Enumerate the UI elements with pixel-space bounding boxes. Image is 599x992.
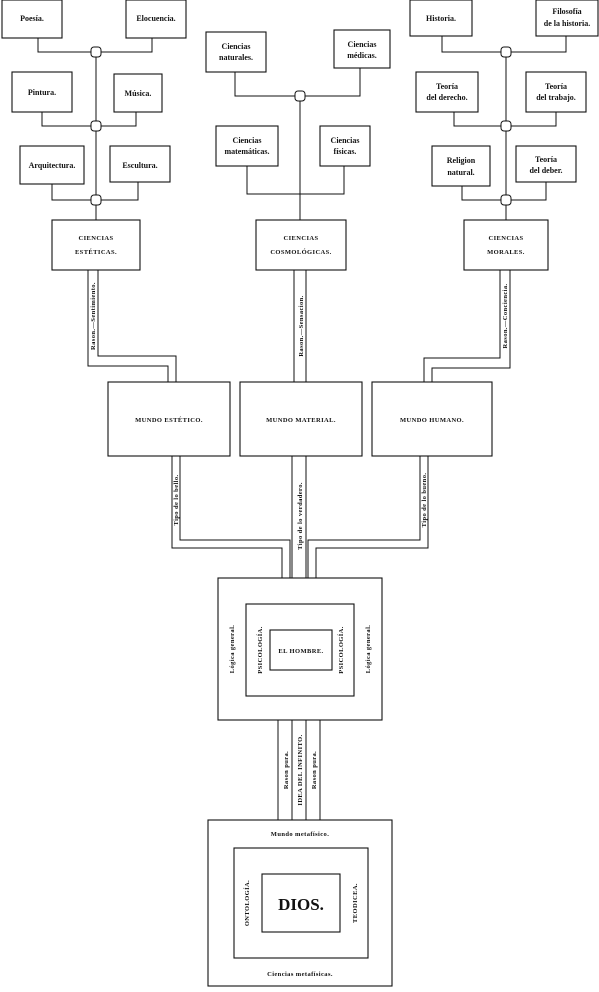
ciencias-esteticas-line-2: ESTÉTICAS. bbox=[75, 248, 117, 256]
box-mundo-estetico: MUNDO ESTÉTICO. bbox=[107, 381, 231, 457]
mundo-estetico-label: MUNDO ESTÉTICO. bbox=[135, 416, 203, 424]
box-musica: Música. bbox=[113, 73, 163, 113]
link-rason-sentimiento: Rason.—Sentimiento. bbox=[90, 282, 97, 350]
mundo-humano-label: MUNDO HUMANO. bbox=[400, 417, 464, 424]
link-idea-infinito: IDEA DEL INFINITO. bbox=[297, 734, 304, 805]
link-rason-conciencia: Rason.—Conciencia. bbox=[502, 284, 509, 349]
ciencias-cosmologicas-line-2: COSMOLÓGICAS. bbox=[270, 248, 331, 256]
box-escultura: Escultura. bbox=[109, 145, 171, 183]
teoria-trabajo-line-2: del trabajo. bbox=[536, 93, 576, 102]
box-mundo-material: MUNDO MATERIAL. bbox=[239, 381, 363, 457]
escultura-label: Escultura. bbox=[122, 161, 157, 170]
el-hombre-label: EL HOMBRE. bbox=[278, 648, 323, 655]
box-ciencias-naturales: Ciencias naturales. bbox=[205, 31, 267, 73]
ciencias-medicas-line-2: médicas. bbox=[347, 51, 377, 60]
ciencias-naturales-line-1: Ciencias bbox=[222, 42, 251, 51]
connector-lines bbox=[37, 36, 567, 820]
link-tipo-verdadero: Tipo de lo verdadero. bbox=[297, 482, 304, 550]
ciencias-esteticas-line-1: CIENCIAS bbox=[79, 235, 114, 242]
filosofia-historia-line-2: de la historia. bbox=[544, 19, 590, 28]
ciencias-naturales-line-2: naturales. bbox=[219, 53, 253, 62]
box-ciencias-matematicas: Ciencias matemáticas. bbox=[215, 125, 279, 167]
teoria-deber-line-2: del deber. bbox=[529, 166, 562, 175]
box-ciencias-esteticas: CIENCIAS ESTÉTICAS. bbox=[51, 219, 141, 271]
box-poesia: Poesía. bbox=[1, 0, 63, 39]
link-rason-pura-right: Rason pura. bbox=[311, 751, 318, 789]
teoria-derecho-line-2: del derecho. bbox=[426, 93, 467, 102]
religion-natural-line-2: natural. bbox=[447, 168, 474, 177]
logica-general-right: Lógica general. bbox=[365, 625, 372, 674]
box-ciencias-medicas: Ciencias médicas. bbox=[333, 29, 391, 69]
teoria-deber-line-1: Teoría bbox=[535, 155, 557, 164]
poesia-label: Poesía. bbox=[20, 14, 44, 23]
filosofia-historia-line-1: Filosofía bbox=[552, 7, 581, 16]
pintura-label: Pintura. bbox=[28, 88, 56, 97]
link-rason-sensacion: Rason.—Sensacion. bbox=[298, 295, 305, 356]
ciencias-cosmologicas-line-1: CIENCIAS bbox=[284, 235, 319, 242]
ciencias-morales-line-1: CIENCIAS bbox=[489, 235, 524, 242]
box-ciencias-morales: CIENCIAS MORALES. bbox=[463, 219, 549, 271]
ciencias-fisicas-line-1: Ciencias bbox=[331, 136, 360, 145]
box-arquitectura: Arquitectura. bbox=[19, 145, 85, 185]
junction-nodes bbox=[90, 46, 512, 206]
box-teoria-derecho: Teoría del derecho. bbox=[415, 71, 479, 113]
historia-label: Historia. bbox=[426, 14, 456, 23]
box-filosofia-historia: Filosofía de la historia. bbox=[535, 0, 599, 37]
arquitectura-label: Arquitectura. bbox=[29, 161, 76, 170]
link-tipo-bueno: Tipo de lo bueno. bbox=[421, 473, 428, 528]
ciencias-fisicas-line-2: físicas. bbox=[334, 147, 357, 156]
box-mundo-humano: MUNDO HUMANO. bbox=[371, 381, 493, 457]
box-teoria-trabajo: Teoría del trabajo. bbox=[525, 71, 587, 113]
teodicea-label: TEODICEA. bbox=[352, 883, 359, 923]
psicologia-right: PSICOLOGÍA. bbox=[337, 626, 345, 674]
mundo-material-label: MUNDO MATERIAL. bbox=[266, 417, 336, 424]
elocuencia-label: Elocuencia. bbox=[136, 14, 175, 23]
psicologia-left: PSICOLOGÍA. bbox=[256, 626, 264, 674]
musica-label: Música. bbox=[125, 89, 152, 98]
box-ciencias-cosmologicas: CIENCIAS COSMOLÓGICAS. bbox=[255, 219, 347, 271]
box-ciencias-fisicas: Ciencias físicas. bbox=[319, 125, 371, 167]
box-el-hombre: EL HOMBRE. bbox=[269, 629, 333, 671]
box-teoria-deber: Teoría del deber. bbox=[515, 145, 577, 183]
teoria-derecho-line-1: Teoría bbox=[436, 82, 458, 91]
box-dios: DIOS. bbox=[261, 873, 341, 933]
logica-general-left: Lógica general. bbox=[229, 625, 236, 674]
link-tipo-bello: Tipo de lo bello. bbox=[173, 474, 180, 525]
box-pintura: Pintura. bbox=[11, 71, 73, 113]
dios-label: DIOS. bbox=[278, 895, 324, 914]
box-historia: Historia. bbox=[409, 0, 473, 37]
ciencias-matematicas-line-2: matemáticas. bbox=[224, 147, 269, 156]
ciencias-medicas-line-1: Ciencias bbox=[348, 40, 377, 49]
link-rason-pura-left: Rason pura. bbox=[283, 751, 290, 789]
teoria-trabajo-line-1: Teoría bbox=[545, 82, 567, 91]
mundo-metafisico-label: Mundo metafísico. bbox=[271, 831, 329, 838]
ciencias-matematicas-line-1: Ciencias bbox=[233, 136, 262, 145]
ciencias-morales-line-2: MORALES. bbox=[487, 249, 525, 256]
religion-natural-line-1: Religion bbox=[447, 156, 476, 165]
box-religion-natural: Religion natural. bbox=[431, 145, 491, 187]
ontologia-label: ONTOLOGÍA. bbox=[243, 880, 251, 926]
ciencias-metafisicas-label: Ciencias metafísicas. bbox=[267, 971, 333, 978]
box-elocuencia: Elocuencia. bbox=[125, 0, 187, 39]
